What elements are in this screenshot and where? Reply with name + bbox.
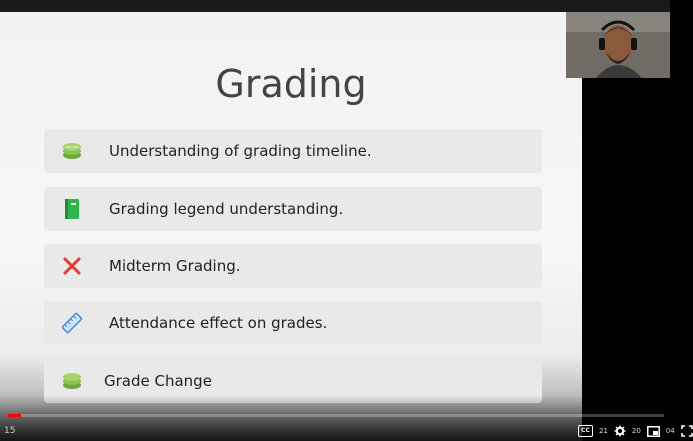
slide-title: Grading [215,62,367,106]
time-fragment: 04 [665,427,675,435]
bullet-item-1: Understanding of grading timeline. [44,129,542,173]
presentation-slide: Grading Understanding of grading timelin… [0,12,582,441]
bullet-label: Midterm Grading. [109,257,241,275]
bullet-item-2: Grading legend understanding. [44,187,542,231]
miniplayer-icon[interactable] [646,422,660,441]
bullet-label: Grading legend understanding. [109,200,344,218]
fullscreen-icon[interactable] [680,422,693,441]
time-fragment: 21 [599,427,608,435]
side-letterbox [582,78,670,441]
books-icon [60,369,84,393]
top-bar [0,0,670,12]
ruler-icon [60,311,84,335]
bullet-label: Understanding of grading timeline. [109,142,372,160]
player-controls: CC 21 20 04 [578,424,693,438]
bullet-item-3: Midterm Grading. [44,244,542,288]
time-fragment: 20 [631,427,641,435]
books-icon [60,139,84,163]
controls-gradient [0,395,670,441]
bullet-item-4: Attendance effect on grades. [44,301,542,345]
red-x-icon [60,254,84,278]
webcam-overlay [566,12,670,78]
closed-captions-button[interactable]: CC [578,425,593,437]
bullet-label: Grade Change [104,372,212,390]
progress-played [8,414,22,417]
green-book-icon [60,197,84,221]
progress-bar[interactable] [8,414,664,417]
time-display: 15 [4,426,16,436]
bullet-label: Attendance effect on grades. [109,314,328,332]
settings-gear-icon[interactable] [614,422,626,441]
